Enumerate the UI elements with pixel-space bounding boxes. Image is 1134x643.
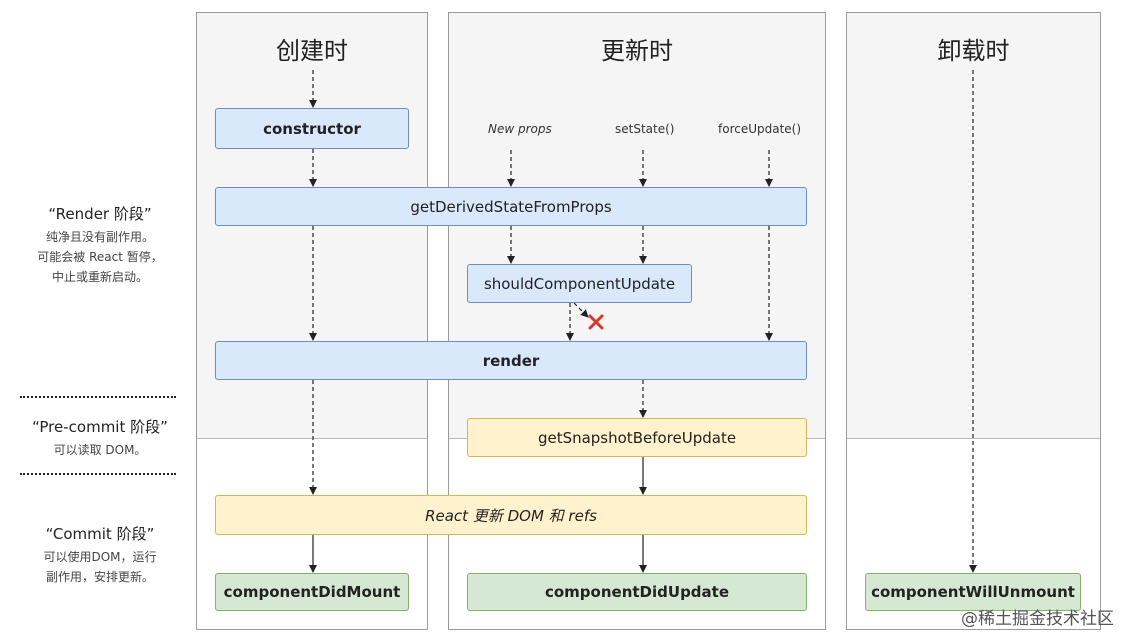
phase-render-title: “Render 阶段” [48, 205, 152, 223]
component-will-unmount-node: componentWillUnmount [865, 573, 1081, 611]
render-node: render [215, 341, 807, 380]
trigger-new-props: New props [488, 122, 552, 136]
phase-commit-title: “Commit 阶段” [45, 525, 155, 543]
phase-commit: “Commit 阶段” 可以使用DOM，运行 副作用，安排更新。 [10, 523, 190, 587]
column-title-mount: 创建时 [276, 37, 348, 65]
phase-render: “Render 阶段” 纯净且没有副作用。 可能会被 React 暂停， 中止或… [10, 203, 190, 287]
phase-precommit-title: “Pre-commit 阶段” [32, 418, 168, 436]
trigger-set-state: setState() [615, 122, 675, 136]
phase-precommit-desc-1: 可以读取 DOM。 [53, 443, 147, 457]
phase-commit-desc-1: 可以使用DOM，运行 [43, 550, 157, 564]
phase-divider [20, 396, 176, 398]
component-did-update-node: componentDidUpdate [467, 573, 807, 611]
x-mark-icon [588, 314, 604, 330]
trigger-force-update: forceUpdate() [718, 122, 802, 136]
constructor-node: constructor [215, 108, 409, 149]
react-update-dom-node: React 更新 DOM 和 refs [215, 495, 807, 535]
component-did-mount-node: componentDidMount [215, 573, 409, 611]
column-title-unmount: 卸载时 [937, 37, 1010, 65]
watermark: @稀土掘金技术社区 [961, 609, 1114, 629]
should-component-update-node: shouldComponentUpdate [467, 264, 692, 303]
phase-divider [20, 473, 176, 475]
phase-commit-desc-2: 副作用，安排更新。 [45, 570, 154, 584]
phase-render-desc-1: 纯净且没有副作用。 [45, 230, 154, 244]
phase-render-desc-3: 中止或重新启动。 [51, 270, 148, 284]
get-snapshot-node: getSnapshotBeforeUpdate [467, 418, 807, 457]
phase-render-desc-2: 可能会被 React 暂停， [37, 250, 163, 264]
column-title-update: 更新时 [601, 37, 673, 65]
phase-precommit: “Pre-commit 阶段” 可以读取 DOM。 [10, 416, 190, 460]
get-derived-state-node: getDerivedStateFromProps [215, 187, 807, 226]
